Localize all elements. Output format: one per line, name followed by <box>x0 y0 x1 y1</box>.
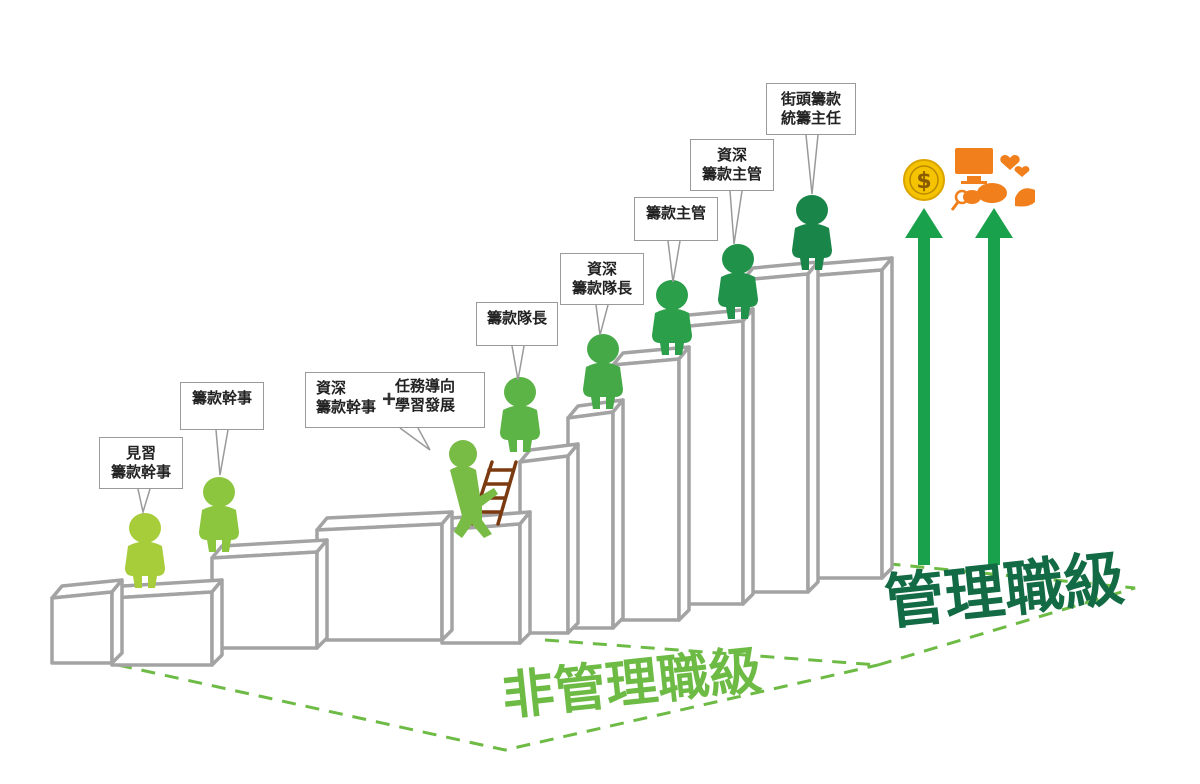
person-figure <box>583 334 623 409</box>
stair-step <box>806 256 894 580</box>
bubble-pointer <box>215 429 229 476</box>
computer-chat-icon <box>950 148 1035 211</box>
bubble-pointer <box>595 304 609 336</box>
stair-step <box>50 578 124 665</box>
bubble-team-leader: 籌款隊長 <box>476 302 558 346</box>
plus-sign: + <box>382 386 397 413</box>
bubble-pointers <box>137 134 819 515</box>
stairs <box>50 256 894 667</box>
bubble-supervisor: 籌款主管 <box>634 197 718 241</box>
bubble-pointer <box>729 190 743 245</box>
arrows <box>905 208 1013 565</box>
person-figure <box>718 244 758 319</box>
person-figure <box>500 377 540 452</box>
bubble-pointer <box>805 134 819 195</box>
stair-step <box>677 307 755 606</box>
bubble-task-learning-text: 任務導向 學習發展 <box>395 378 456 414</box>
bubble-senior-team-leader: 資深 籌款隊長 <box>560 253 644 305</box>
bubble-pointer <box>511 345 525 381</box>
bubble-pointer <box>137 488 151 515</box>
bubble-pointer <box>399 427 431 451</box>
person-figure <box>199 477 239 552</box>
bubble-senior-supervisor: 資深 籌款主管 <box>690 139 774 191</box>
svg-text:$: $ <box>916 169 931 194</box>
arrow-shaft-right <box>988 235 1000 565</box>
bubble-senior-officer: 資深 籌款幹事 <box>305 372 485 428</box>
bubble-officer: 籌款幹事 <box>180 382 264 430</box>
person-figure <box>125 513 165 588</box>
person-figure <box>449 440 498 538</box>
stair-step <box>315 510 454 642</box>
stair-step <box>210 538 329 650</box>
dollar-coin-icon: $ <box>903 159 945 201</box>
person-figure <box>792 195 832 270</box>
figures <box>125 195 832 588</box>
person-figure <box>652 280 692 355</box>
bubble-trainee: 見習 籌款幹事 <box>99 437 183 489</box>
stair-step <box>518 442 580 635</box>
stair-step <box>611 345 691 622</box>
bubble-pointer <box>667 240 681 283</box>
arrow-head-right <box>975 208 1013 238</box>
ground-outline <box>117 561 1136 752</box>
arrow-shaft-left <box>918 235 930 565</box>
stair-step <box>110 578 224 667</box>
bubble-street-director: 街頭籌款 統籌主任 <box>766 83 856 135</box>
arrow-head-left <box>905 208 943 238</box>
